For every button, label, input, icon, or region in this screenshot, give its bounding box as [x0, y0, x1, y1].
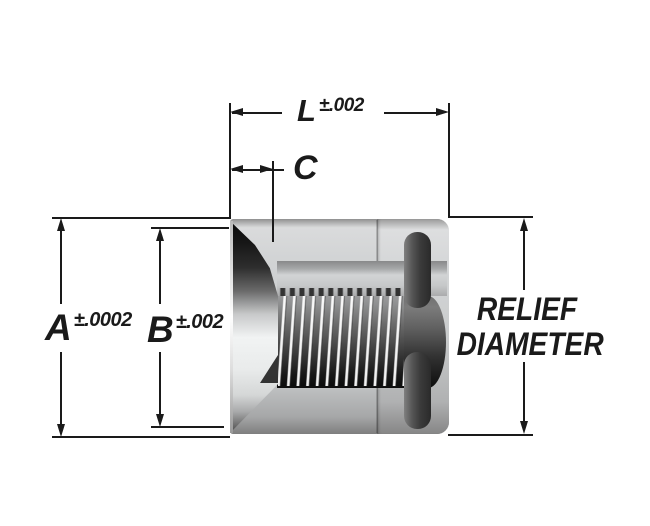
- dim-a-tolerance: ±.0002: [73, 309, 133, 331]
- a-extension-line-top: [52, 217, 230, 219]
- c-arrow-right-icon: [260, 165, 273, 173]
- relief-arrow-up-icon: [520, 218, 528, 231]
- a-arrow-up-icon: [57, 218, 65, 231]
- dim-l-label: L ±.002: [297, 95, 364, 126]
- dim-a-label: A ±.0002: [45, 309, 132, 346]
- l-extension-line-left: [229, 103, 231, 219]
- dim-b-label: B ±.002: [147, 309, 224, 350]
- left-face-rim: [230, 221, 233, 433]
- a-dimension-line-top: [60, 229, 62, 304]
- dim-b-tolerance: ±.002: [175, 311, 224, 333]
- c-arrow-left-icon: [230, 165, 243, 173]
- b-arrow-down-icon: [156, 414, 164, 427]
- dim-l-tolerance: ±.002: [318, 95, 364, 116]
- b-extension-line-bottom: [151, 426, 224, 428]
- dim-b-letter: B: [147, 309, 174, 350]
- b-extension-line-top: [151, 227, 229, 229]
- l-extension-line-right: [448, 103, 450, 216]
- l-dimension-line-right: [384, 112, 438, 114]
- relief-arrow-down-icon: [520, 421, 528, 434]
- relief-label-line1: RELIEF: [476, 291, 578, 327]
- b-arrow-up-icon: [156, 228, 164, 241]
- a-arrow-down-icon: [57, 424, 65, 437]
- a-extension-line-bottom: [52, 436, 230, 438]
- dim-c-label: C: [293, 151, 318, 185]
- thread-section: [278, 296, 404, 386]
- b-dimension-line-bottom: [159, 352, 161, 416]
- dim-c-letter: C: [293, 149, 318, 187]
- c-dimension-line: [232, 169, 284, 171]
- l-arrow-left-icon: [230, 108, 243, 116]
- l-arrow-right-icon: [436, 108, 449, 116]
- dim-a-letter: A: [45, 307, 72, 348]
- a-dimension-line-bottom: [60, 352, 62, 426]
- relief-dimension-line-top: [523, 229, 525, 290]
- relief-extension-line-top: [448, 216, 533, 218]
- c-tick-line: [272, 161, 274, 242]
- relief-dimension-line-bottom: [523, 362, 525, 423]
- cross-pin-top: [404, 232, 431, 308]
- l-dimension-line-left: [232, 112, 282, 114]
- relief-diameter-label: RELIEF DIAMETER: [456, 291, 604, 362]
- b-dimension-line-top: [159, 239, 161, 304]
- relief-extension-line-bottom: [448, 434, 533, 436]
- relief-label-line2: DIAMETER: [456, 326, 604, 362]
- cross-pin-bottom: [404, 352, 431, 429]
- dim-l-letter: L: [297, 93, 316, 128]
